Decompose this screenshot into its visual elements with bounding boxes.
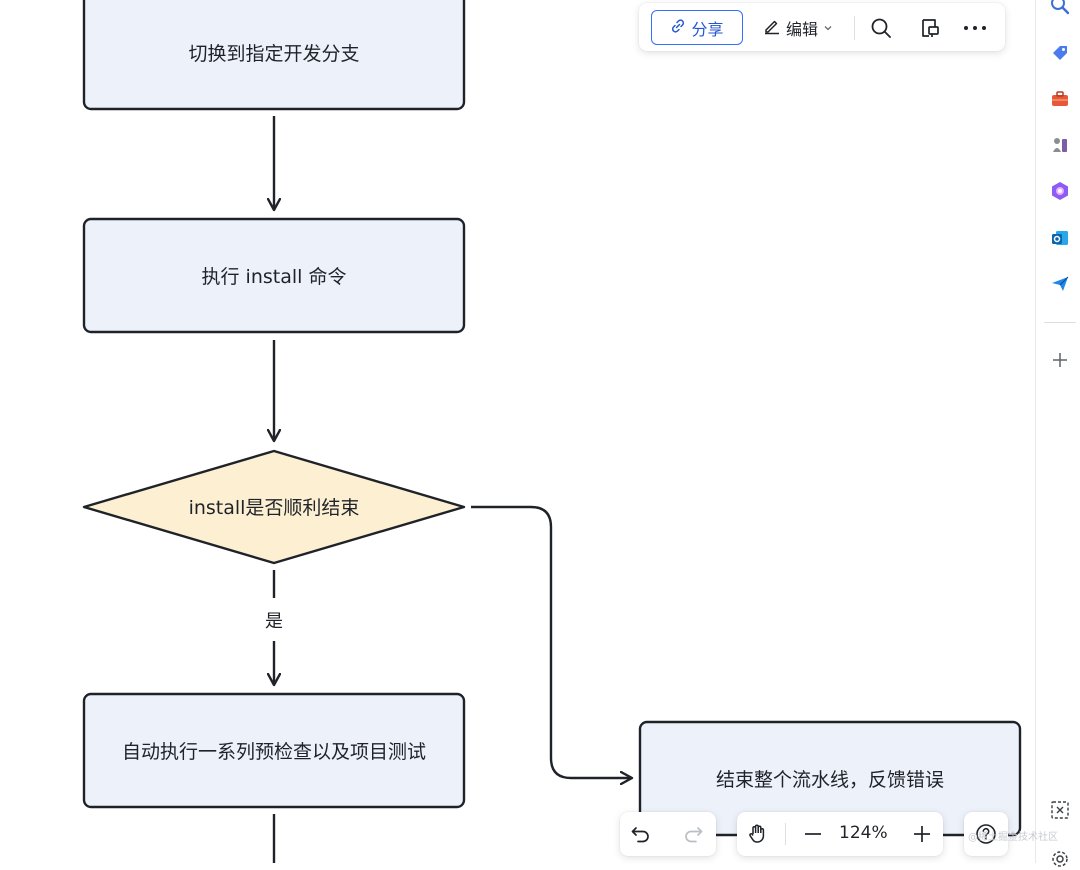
- screenshot-icon[interactable]: [1049, 799, 1071, 821]
- edit-label: 编辑: [786, 19, 819, 39]
- help-toolbar: [964, 812, 1008, 856]
- comment-icon[interactable]: [915, 13, 945, 43]
- edit-button[interactable]: 编辑: [763, 10, 833, 45]
- search-icon[interactable]: [1049, 0, 1071, 16]
- browser-sidebar: [1035, 0, 1080, 867]
- node-run-install[interactable]: 执行 install 命令: [82, 217, 466, 334]
- help-icon[interactable]: [971, 819, 1001, 849]
- outlook-icon[interactable]: [1049, 227, 1071, 249]
- edges: 是: [265, 116, 632, 863]
- redo-icon[interactable]: [678, 819, 708, 849]
- settings-icon[interactable]: [1049, 848, 1071, 870]
- zoom-toolbar: 124%: [737, 812, 943, 856]
- watermark: @稀土掘金技术社区: [968, 832, 1058, 843]
- edge-label-yes: 是: [265, 611, 283, 632]
- copilot-icon[interactable]: [1049, 180, 1071, 202]
- toolbox-icon[interactable]: [1049, 88, 1071, 110]
- zoom-divider: [785, 823, 786, 845]
- add-icon[interactable]: [1049, 349, 1071, 371]
- link-icon: [670, 18, 686, 38]
- flowchart-canvas[interactable]: 是 切换到指定开发分支 执行 install 命令 install是否顺利结束 …: [0, 0, 1035, 863]
- chess-icon[interactable]: [1049, 134, 1071, 156]
- toolbar-divider: [854, 16, 855, 40]
- node-switch-branch[interactable]: 切换到指定开发分支: [82, 0, 466, 111]
- zoom-in-icon[interactable]: [907, 819, 937, 849]
- node-install-ok-label: install是否顺利结束: [189, 497, 360, 519]
- node-run-install-label: 执行 install 命令: [202, 266, 347, 288]
- hand-icon[interactable]: [743, 819, 773, 849]
- send-icon[interactable]: [1049, 273, 1071, 295]
- search-icon[interactable]: [866, 13, 896, 43]
- node-end-pipeline-label: 结束整个流水线，反馈错误: [716, 769, 944, 791]
- node-install-ok[interactable]: install是否顺利结束: [82, 449, 466, 565]
- tag-icon[interactable]: [1049, 42, 1071, 64]
- zoom-level[interactable]: 124%: [839, 823, 888, 843]
- sidebar-divider: [1044, 322, 1076, 323]
- node-switch-branch-label: 切换到指定开发分支: [188, 43, 359, 65]
- node-auto-tests[interactable]: 自动执行一系列预检查以及项目测试: [82, 692, 466, 809]
- top-toolbar: 分享 编辑: [639, 3, 1005, 51]
- zoom-out-icon[interactable]: [798, 819, 828, 849]
- edge-decision-to-end[interactable]: [471, 505, 632, 778]
- history-toolbar: [620, 812, 716, 856]
- node-auto-tests-label: 自动执行一系列预检查以及项目测试: [122, 741, 426, 763]
- share-label: 分享: [691, 19, 724, 39]
- chevron-down-icon[interactable]: [823, 18, 833, 37]
- more-icon[interactable]: [960, 13, 990, 43]
- share-button[interactable]: 分享: [651, 10, 743, 45]
- pen-icon: [763, 17, 781, 39]
- undo-icon[interactable]: [626, 819, 656, 849]
